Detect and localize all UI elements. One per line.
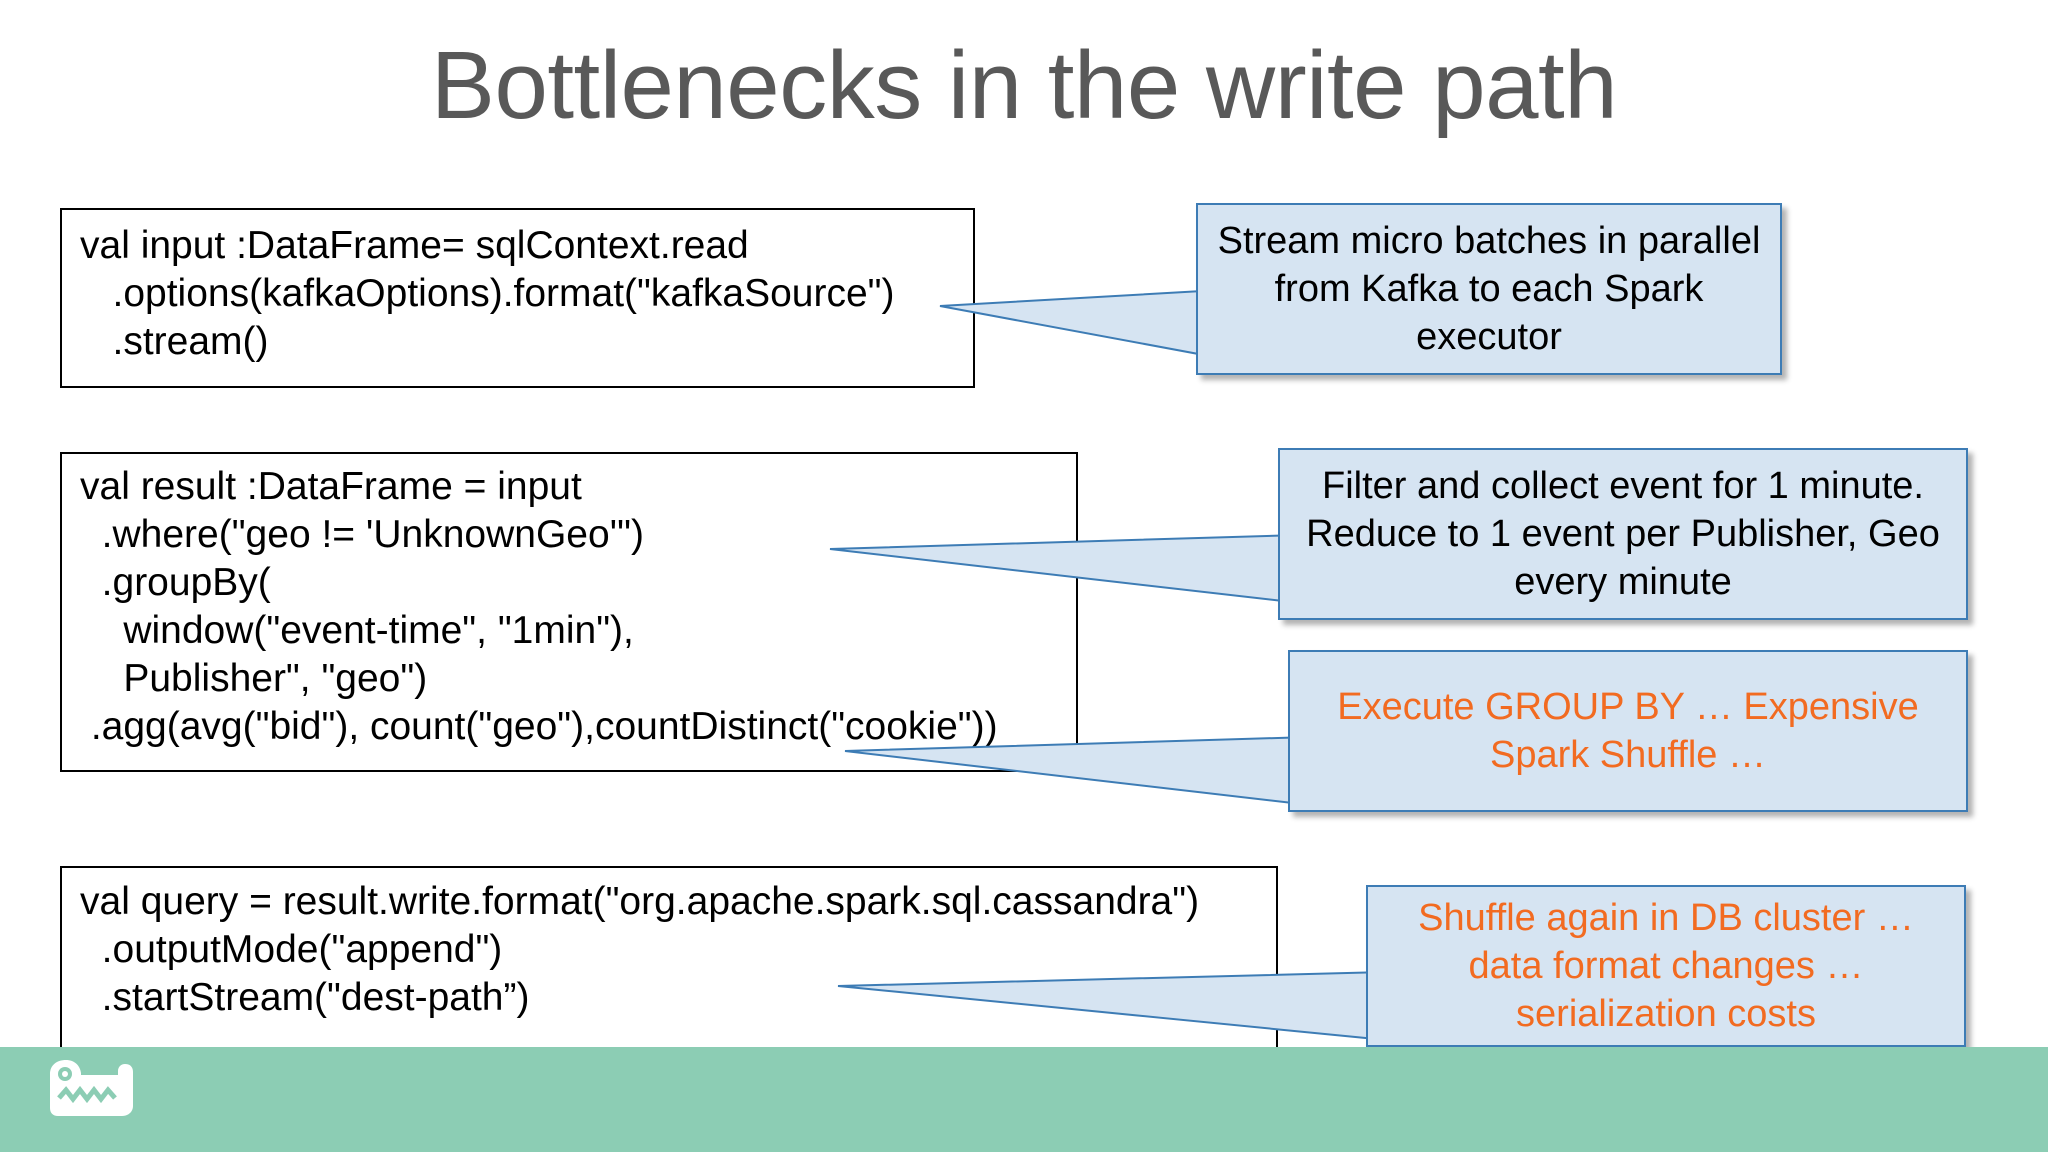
callout-groupby-text: Execute GROUP BY … Expensive Spark Shuff… [1337, 686, 1919, 776]
callout-filter: Filter and collect event for 1 minute. R… [1278, 448, 1968, 620]
callout-filter-text: Filter and collect event for 1 minute. R… [1306, 465, 1940, 603]
footer-bar [0, 1047, 2048, 1152]
crocodile-logo-icon [50, 1060, 133, 1116]
code-block-input-border [60, 208, 975, 388]
callout-stream-text: Stream micro batches in parallel from Ka… [1217, 220, 1761, 358]
callout-stream: Stream micro batches in parallel from Ka… [1196, 203, 1782, 375]
callout-shuffle-text: Shuffle again in DB cluster … data forma… [1418, 897, 1914, 1035]
callout-groupby: Execute GROUP BY … Expensive Spark Shuff… [1288, 650, 1968, 812]
code-block-query-border [60, 866, 1278, 1050]
page-title: Bottlenecks in the write path [430, 32, 1618, 139]
code-block-result-border [60, 452, 1078, 772]
callout-shuffle: Shuffle again in DB cluster … data forma… [1366, 885, 1966, 1047]
callout-stream-tail [939, 288, 1221, 360]
